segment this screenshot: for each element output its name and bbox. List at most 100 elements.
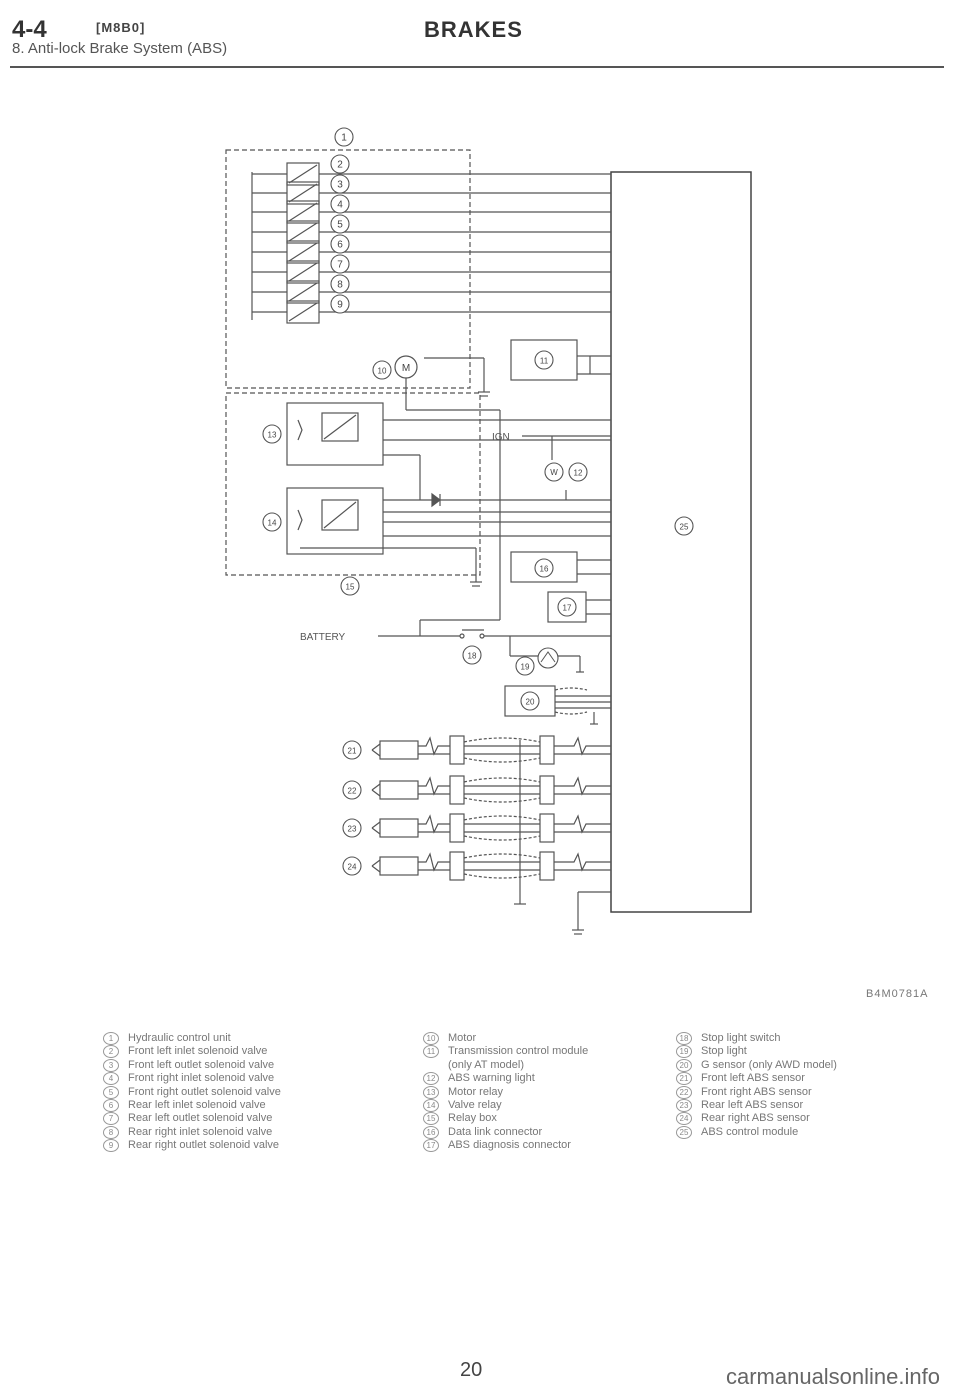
abs-sensor-21 [371, 735, 611, 765]
legend-text: Hydraulic control unit [128, 1032, 231, 1044]
solenoid-valve-2 [252, 162, 611, 186]
section-code: [M8B0] [96, 20, 146, 35]
legend-number: 1 [103, 1032, 119, 1045]
solenoid-valve-6 [252, 240, 611, 264]
section-subtitle: 8. Anti-lock Brake System (ABS) [12, 40, 228, 57]
callout-22: 22 [342, 780, 362, 800]
svg-text:11: 11 [540, 357, 549, 366]
callout-1: 1 [334, 127, 354, 147]
svg-text:14: 14 [268, 519, 277, 528]
legend-text: Relay box [448, 1112, 497, 1125]
abs-control-module-box [610, 171, 752, 913]
legend-text: Valve relay [448, 1099, 502, 1112]
svg-text:15: 15 [346, 583, 355, 592]
tcm-box [510, 339, 578, 381]
legend-item: 12 ABS warning light [423, 1072, 588, 1086]
legend-text: Front right inlet solenoid valve [128, 1072, 275, 1085]
legend-text: Front left outlet solenoid valve [128, 1058, 275, 1071]
legend-text: Front right outlet solenoid valve [128, 1085, 281, 1098]
legend-number: 24 [676, 1112, 692, 1126]
callout-17: 17 [557, 597, 577, 617]
callout-21: 21 [342, 740, 362, 760]
legend-text: ABS warning light [448, 1072, 535, 1085]
solenoid-valve-9 [252, 300, 611, 324]
solenoid-valve-5 [252, 220, 611, 244]
legend-text: ABS control module [701, 1125, 799, 1138]
legend-number: 14 [423, 1099, 439, 1113]
svg-text:18: 18 [468, 652, 477, 661]
legend-item: 14 Valve relay [423, 1099, 588, 1113]
diagnosis-connector-box [547, 591, 587, 623]
page-title: BRAKES [424, 17, 523, 42]
svg-text:7: 7 [337, 260, 343, 271]
callout-10: 10 [372, 360, 392, 380]
abs-wiring-diagram: IGN BATTERY 1234567891011121314151617181… [225, 127, 752, 935]
legend-number: 20 [676, 1058, 692, 1072]
g-sensor-box [504, 685, 556, 717]
legend-text: Motor relay [448, 1085, 504, 1098]
svg-text:10: 10 [378, 367, 387, 376]
legend-number: 10 [423, 1032, 439, 1045]
svg-text:17: 17 [563, 604, 572, 613]
legend-number: 8 [103, 1125, 119, 1139]
legend-text: Stop light switch [701, 1032, 781, 1044]
legend-number: 13 [423, 1085, 439, 1099]
legend-text: ABS diagnosis connector [448, 1139, 571, 1152]
legend-number: 4 [103, 1072, 119, 1086]
legend-number: 11 [423, 1045, 439, 1059]
svg-text:8: 8 [337, 280, 343, 291]
legend-number: 17 [423, 1139, 439, 1153]
svg-text:5: 5 [337, 220, 343, 231]
callout-3: 3 [330, 174, 350, 194]
legend-text: Stop light [701, 1045, 747, 1058]
legend-item: 4 Front right inlet solenoid valve [103, 1072, 281, 1086]
callout-6: 6 [330, 234, 350, 254]
abs-sensor-23 [371, 813, 611, 843]
legend-text: Rear left ABS sensor [701, 1099, 804, 1112]
svg-text:M: M [402, 363, 410, 374]
legend-number: 23 [676, 1099, 692, 1113]
svg-text:1: 1 [341, 133, 347, 144]
page-number: 20 [460, 1359, 483, 1381]
callout-7: 7 [330, 254, 350, 274]
callout-14: 14 [262, 512, 282, 532]
header-rule [10, 66, 944, 68]
figure-code: B4M0781A [866, 988, 929, 1000]
data-link-box [510, 551, 578, 583]
svg-text:20: 20 [526, 698, 535, 707]
ign-label: IGN [492, 432, 510, 443]
legend-number: 25 [676, 1125, 692, 1139]
legend-item: 17 ABS diagnosis connector [423, 1139, 588, 1153]
motor-symbol: M [394, 355, 418, 379]
legend-text: Rear left outlet solenoid valve [128, 1112, 273, 1125]
callout-19: 19 [515, 656, 535, 676]
legend-number: 5 [103, 1085, 119, 1099]
callout-4: 4 [330, 194, 350, 214]
svg-text:23: 23 [348, 825, 357, 834]
callout-20: 20 [520, 691, 540, 711]
svg-text:6: 6 [337, 240, 343, 251]
legend-number: 12 [423, 1072, 439, 1086]
callout-11: 11 [534, 350, 554, 370]
legend-text: Front right ABS sensor [701, 1085, 812, 1098]
abs-sensor-24 [371, 851, 611, 881]
relay-box-boundary [225, 392, 481, 576]
callout-5: 5 [330, 214, 350, 234]
legend-number: 2 [103, 1045, 119, 1059]
callout-12: 12 [568, 462, 588, 482]
callout-2: 2 [330, 154, 350, 174]
svg-text:22: 22 [348, 787, 357, 796]
svg-text:3: 3 [337, 180, 343, 191]
callout-18: 18 [462, 645, 482, 665]
callout-9: 9 [330, 294, 350, 314]
